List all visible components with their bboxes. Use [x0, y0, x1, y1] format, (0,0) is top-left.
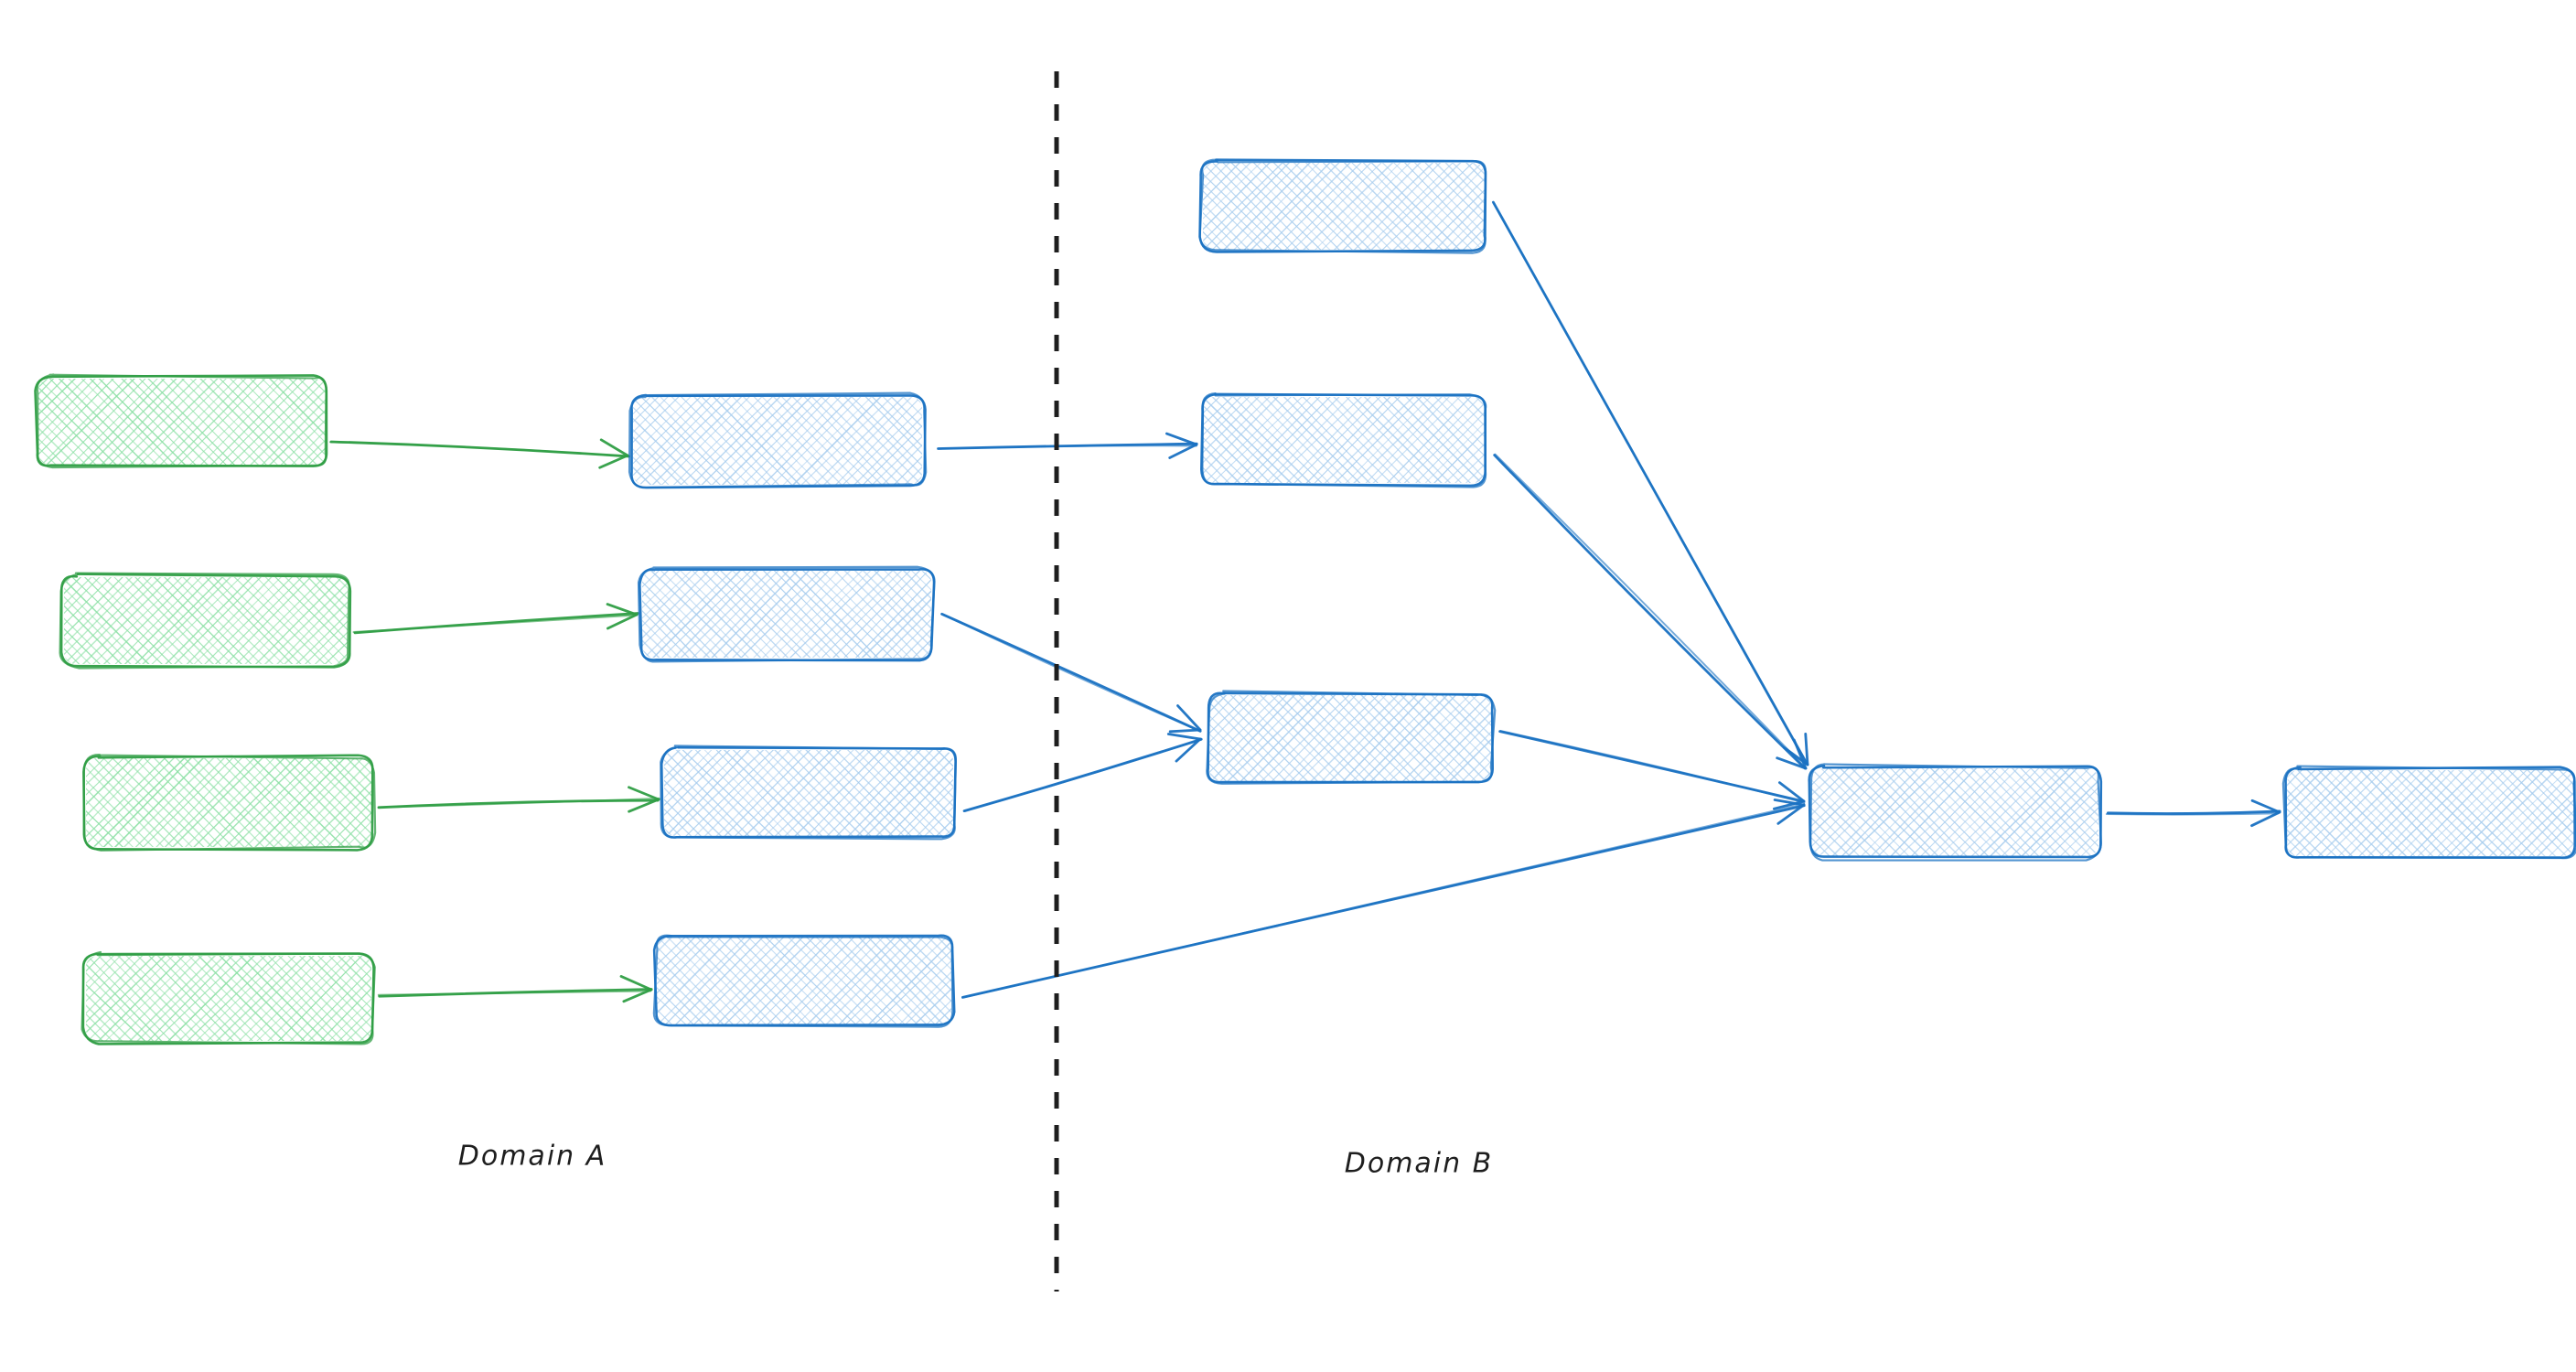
- green-node-a3[interactable]: [0, 754, 557, 852]
- edge-a1-m1[interactable]: [329, 438, 630, 469]
- blue-node-m1[interactable]: [541, 391, 1104, 489]
- blue-node-d1[interactable]: [2195, 765, 2576, 860]
- blue-node-c1[interactable]: [1717, 763, 2282, 862]
- edge-m2-b3[interactable]: [940, 612, 1202, 734]
- blue-node-m4[interactable]: [564, 933, 1128, 1028]
- blue-node-b1[interactable]: [1110, 158, 1665, 254]
- edge-a2-m2[interactable]: [352, 603, 639, 635]
- labels-layer: Domain A Domain B: [458, 1141, 1494, 1180]
- edge-m3-b3[interactable]: [962, 733, 1203, 812]
- green-node-a1[interactable]: [0, 373, 499, 469]
- domain-b-label: Domain B: [1345, 1148, 1494, 1180]
- edge-m4-c1[interactable]: [961, 799, 1806, 999]
- green-node-a4[interactable]: [0, 950, 548, 1045]
- edge-b2-c1[interactable]: [1493, 453, 1808, 770]
- edges-layer: [329, 200, 2281, 1003]
- edge-c1-d1[interactable]: [2105, 799, 2281, 828]
- blue-node-m3[interactable]: [572, 745, 1126, 841]
- green-node-a2[interactable]: [0, 572, 526, 670]
- domain-a-label: Domain A: [458, 1141, 606, 1173]
- edge-b3-c1[interactable]: [1498, 730, 1806, 810]
- nodes-layer: [0, 158, 2576, 1045]
- edge-m1-b2[interactable]: [937, 432, 1198, 459]
- blue-node-b2[interactable]: [1111, 392, 1665, 488]
- blue-node-m2[interactable]: [550, 565, 1114, 663]
- edge-a3-m3[interactable]: [377, 786, 660, 813]
- edge-b1-c1[interactable]: [1491, 200, 1809, 766]
- blue-node-b3[interactable]: [1117, 690, 1671, 785]
- edge-a4-m4[interactable]: [377, 975, 653, 1003]
